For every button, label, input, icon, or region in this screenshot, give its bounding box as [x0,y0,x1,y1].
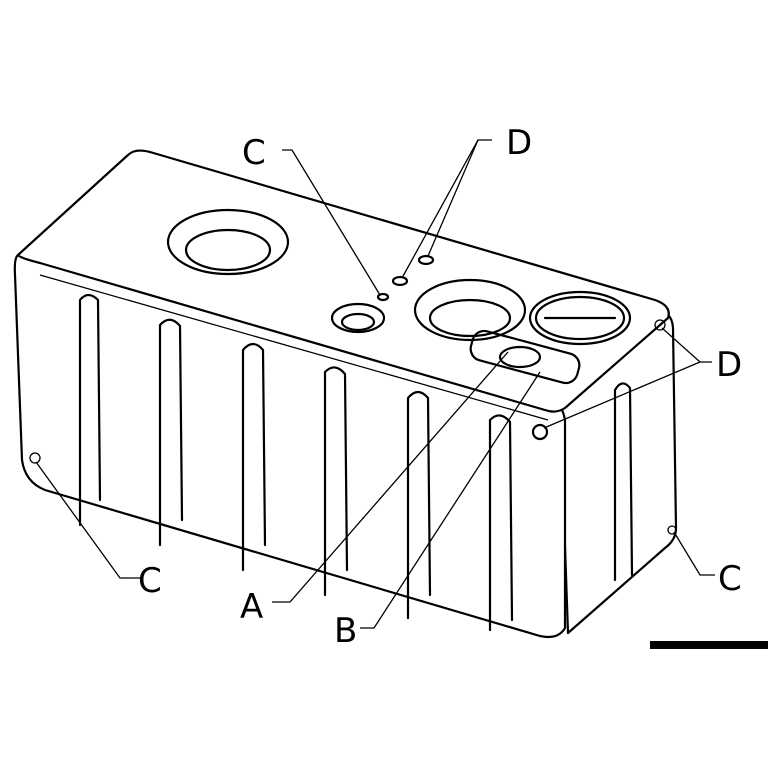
tank-openings [29,208,677,535]
tank-ribs [78,293,634,632]
scale-bar [650,641,768,649]
label-c-top: C [242,133,266,173]
label-c-left: C [138,561,162,601]
label-b: B [334,611,357,651]
leader-lines [35,139,715,629]
label-d-right: D [716,345,742,385]
label-a: A [240,587,263,627]
label-d-top: D [506,123,532,163]
label-c-right: C [718,559,742,599]
tank-top-face [16,149,670,413]
